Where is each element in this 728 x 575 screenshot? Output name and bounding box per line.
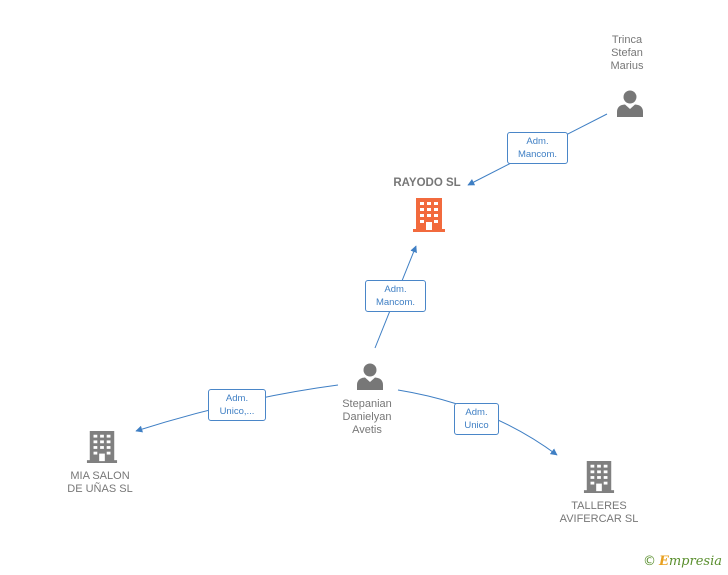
node-rayodo-line-1: RAYODO SL xyxy=(393,177,461,189)
edge-label-line-2: Unico xyxy=(464,420,489,431)
node-trinca-line-2: Stefan xyxy=(611,47,643,59)
person-icon[interactable] xyxy=(615,88,645,118)
edge-label-trinca-rayodo[interactable]: Adm. Mancom. xyxy=(507,132,568,164)
person-icon[interactable] xyxy=(355,361,385,391)
node-rayodo-label[interactable]: RAYODO SL xyxy=(377,177,477,190)
node-talleres-label[interactable]: TALLERES AVIFERCAR SL xyxy=(547,500,651,526)
edge-label-stepanian-mia[interactable]: Adm. Unico,... xyxy=(208,389,266,421)
node-stepanian-line-1: Stepanian xyxy=(342,398,392,410)
node-talleres-line-2: AVIFERCAR SL xyxy=(559,513,639,525)
node-stepanian-label[interactable]: Stepanian Danielyan Avetis xyxy=(327,398,407,437)
node-stepanian-line-3: Avetis xyxy=(352,424,382,436)
node-trinca-line-1: Trinca xyxy=(611,34,643,46)
building-icon[interactable] xyxy=(583,459,615,495)
edge-label-line-2: Unico,... xyxy=(219,406,255,417)
node-trinca-label[interactable]: Trinca Stefan Marius xyxy=(595,34,659,73)
brand-logo-text: mpresia xyxy=(668,554,722,569)
node-mia-line-2: DE UÑAS SL xyxy=(67,483,133,495)
edge-label-line-2: Mancom. xyxy=(375,297,416,308)
node-mia-line-1: MIA SALON xyxy=(70,470,130,482)
footer-brand: ©Empresia xyxy=(643,554,722,569)
node-mia-salon-label[interactable]: MIA SALON DE UÑAS SL xyxy=(50,470,150,496)
copyright-symbol: © xyxy=(642,554,656,569)
node-stepanian-line-2: Danielyan xyxy=(342,411,392,423)
building-icon[interactable] xyxy=(412,197,446,233)
edge-label-line-1: Adm. xyxy=(465,407,488,418)
node-talleres-line-1: TALLERES xyxy=(571,500,627,512)
edge-label-stepanian-rayodo[interactable]: Adm. Mancom. xyxy=(365,280,426,312)
edge-label-line-2: Mancom. xyxy=(517,149,558,160)
edge-label-line-1: Adm. xyxy=(225,393,249,404)
edge-label-line-1: Adm. xyxy=(526,136,549,147)
edge-label-stepanian-talleres[interactable]: Adm. Unico xyxy=(454,403,499,435)
building-icon[interactable] xyxy=(86,429,118,465)
brand-logo-initial: E xyxy=(658,554,669,569)
edge-label-line-1: Adm. xyxy=(384,284,407,295)
node-trinca-line-3: Marius xyxy=(610,60,644,72)
